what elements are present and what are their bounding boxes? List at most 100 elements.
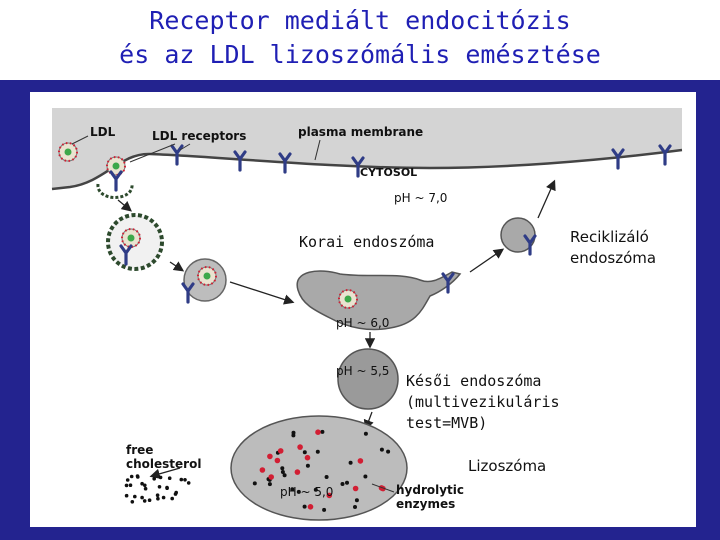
lysosome-particle <box>291 430 296 435</box>
lysosome-particle <box>280 466 285 471</box>
frame-top <box>0 80 720 92</box>
lysosome-particle <box>340 482 345 486</box>
lysosome-label: Lizoszóma <box>468 457 546 475</box>
free-cholesterol-particle <box>143 483 147 488</box>
ph-early-endosome: pH ~ 6,0 <box>336 316 389 330</box>
slide-title-line-2: és az LDL lizoszómális emésztése <box>119 40 601 69</box>
lysosome-contents <box>252 429 391 512</box>
lysosome-particle <box>267 482 272 487</box>
recycling-endosome <box>500 217 537 256</box>
ldl-label: LDL <box>90 125 116 139</box>
lysosome-particle <box>282 473 287 478</box>
frame-left <box>0 80 30 540</box>
ldl-receptors-label: LDL receptors <box>152 129 246 143</box>
free-cholesterol-particle <box>128 483 133 488</box>
free-cholesterol-particle <box>167 476 172 481</box>
hydrolytic-enzymes-label-1: hydrolytic <box>396 483 464 497</box>
lysosome-particle <box>353 505 357 509</box>
ph-membrane-label: pH ~ 7,0 <box>394 191 447 205</box>
free-cholesterol-particle <box>129 474 134 479</box>
lysosome-particle <box>290 487 295 492</box>
lysosome-particle <box>294 469 301 475</box>
late-endosome <box>337 348 399 410</box>
free-cholesterol-particle <box>143 486 148 491</box>
lysosome-particle <box>322 507 327 512</box>
lysosome-particle <box>252 481 257 486</box>
free-cholesterol-particle <box>133 494 137 499</box>
free-cholesterol-particle <box>147 498 152 503</box>
late-endosome-label-2: (multivezikuláris <box>406 393 560 411</box>
free-cholesterol-particle <box>135 474 140 478</box>
lysosome-particle <box>304 454 311 461</box>
free-cholesterol-particle <box>142 499 147 503</box>
ph-late-endosome: pH ~ 5,5 <box>336 364 389 378</box>
early-endosome <box>296 270 462 331</box>
free-cholesterol-particle <box>158 475 163 480</box>
lysosome-particle <box>268 474 274 480</box>
lysosome-particle <box>379 447 384 452</box>
recycling-endosome-label-2: endoszóma <box>570 249 656 267</box>
free-cholesterol-particle <box>183 478 187 482</box>
late-endosome-label-3: test=MVB) <box>406 414 487 432</box>
free-cholesterol-particle <box>156 496 160 501</box>
frame-right <box>696 80 720 540</box>
lysosome-particle <box>348 460 353 465</box>
lysosome-particle <box>357 458 364 464</box>
free-cholesterol-particle <box>157 485 162 489</box>
lysosome-particle <box>345 480 349 485</box>
lysosome-particle <box>302 450 307 455</box>
lysosome-particle <box>259 467 266 473</box>
lysosome-particle <box>277 448 284 454</box>
free-cholesterol-particle <box>124 483 129 488</box>
lysosome-particle <box>307 504 314 510</box>
extracellular-space <box>52 108 682 189</box>
ph-lysosome: pH ~ 5,0 <box>280 485 333 499</box>
free-cholesterol-particle <box>179 477 184 482</box>
uncoated-vesicle <box>181 258 227 304</box>
early-endosome-label: Korai endoszóma <box>299 233 434 251</box>
lysosome-particle <box>313 487 318 492</box>
lysosome-particle <box>267 453 273 460</box>
ldl-particle <box>58 142 78 162</box>
coated-vesicle <box>106 213 164 271</box>
lysosome-particle <box>302 504 307 509</box>
free-cholesterol-particle <box>130 500 135 504</box>
free-cholesterol-particle <box>155 493 160 498</box>
plasma-membrane-label: plasma membrane <box>298 125 423 139</box>
lysosome-particle <box>363 474 368 479</box>
recycling-endosome-label-1: Reciklizáló <box>570 228 649 246</box>
lysosome-particle <box>280 470 285 474</box>
free-cholesterol-dots <box>124 474 191 504</box>
free-cholesterol-particle <box>186 481 191 485</box>
free-cholesterol-particle <box>125 478 130 482</box>
free-cholesterol-particle <box>124 493 129 498</box>
free-cholesterol-label-2: cholesterol <box>126 457 201 471</box>
late-endosome-label-1: Késői endoszóma <box>406 372 541 390</box>
cytosol-label: CYTOSOL <box>360 166 417 179</box>
lysosome-particle <box>386 449 391 454</box>
free-cholesterol-particle <box>140 481 144 486</box>
free-cholesterol-particle <box>170 496 174 501</box>
lysosome-particle <box>315 429 321 436</box>
free-cholesterol-particle <box>165 486 169 491</box>
free-cholesterol-particle <box>161 495 166 500</box>
lysosome-particle <box>274 457 281 464</box>
endocytosis-diagram: LDL LDL receptors plasma membrane CYTOSO… <box>30 92 696 527</box>
free-cholesterol-label-1: free <box>126 443 153 457</box>
lysosome-particle <box>326 492 333 499</box>
free-cholesterol-particle <box>140 495 144 500</box>
lysosome-particle <box>297 444 303 450</box>
lysosome <box>230 415 408 521</box>
lysosome-particle <box>352 485 359 492</box>
free-cholesterol-particle <box>152 477 156 481</box>
lysosome-particle <box>324 475 329 479</box>
lysosome-particle <box>354 498 359 503</box>
frame-bottom <box>0 527 720 540</box>
lysosome-particle <box>315 449 320 454</box>
lysosome-particle <box>363 431 368 436</box>
lysosome-particle <box>296 489 301 494</box>
lysosome-particle <box>305 463 310 468</box>
free-cholesterol-particle <box>174 490 178 495</box>
slide-title-line-1: Receptor mediált endocitózis <box>149 6 571 35</box>
hydrolytic-enzymes-label-2: enzymes <box>396 497 455 511</box>
